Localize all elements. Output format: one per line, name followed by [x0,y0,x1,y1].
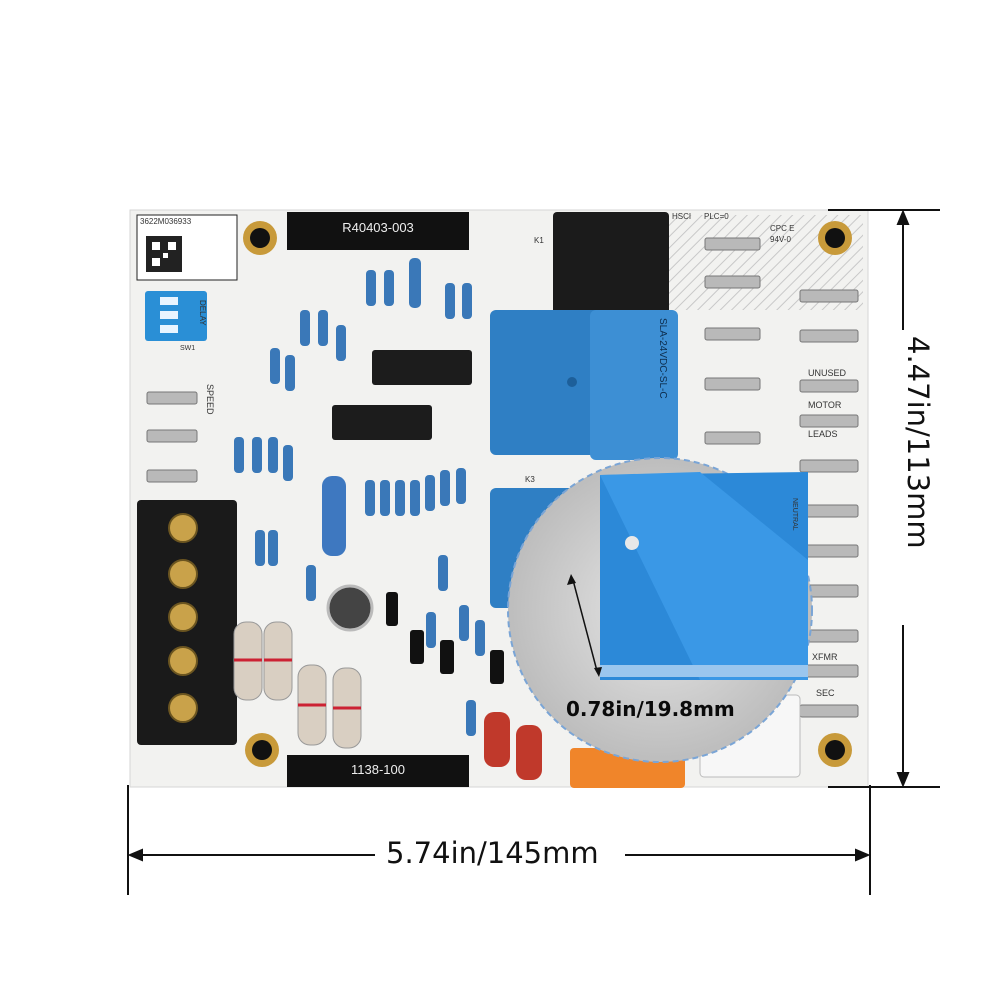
diode [440,640,454,674]
height-label: 4.47in/113mm [901,330,935,555]
relay-height-label: 0.78in/19.8mm [566,697,735,721]
width-label: 5.74in/145mm [380,836,605,870]
mounting-holes [243,221,852,767]
electrolytic-capacitor [326,584,374,632]
k1-label: K1 [534,236,544,245]
sec-label: SEC [816,688,835,698]
ic-chip-u2 [372,350,472,385]
neutral-label: NEUTRAL [791,498,798,531]
bottom-code-text: 1138-100 [351,762,405,777]
right-spade-terminals [704,237,859,718]
delay-label: DELAY [198,300,207,326]
code-94v-label: 94V-0 [770,235,791,244]
relay-blue-top [490,310,678,460]
ic-chip-u1 [332,405,432,440]
relay-k1 [553,212,669,316]
hsci-label: HSCI [672,212,692,221]
small-resistors [234,258,485,736]
bottom-code-plate [287,755,469,787]
speed-label: SPEED [205,384,215,415]
power-resistors [233,621,362,749]
xfmr-label: XFMR [812,652,838,662]
diode [490,650,504,684]
leads-label: LEADS [808,429,838,439]
part-number-text: R40403-003 [287,220,469,235]
speed-terminals [146,391,198,483]
red-capacitor [516,725,542,780]
red-capacitor [484,712,510,767]
relay-zoom-inset [507,457,813,763]
width-dimension [127,785,871,895]
diode [410,630,424,664]
cpc-label: CPC E [770,224,795,233]
k3-label: K3 [525,475,535,484]
sw-label: SW1 [180,345,196,352]
unused-label: UNUSED [808,368,847,378]
diode [386,592,398,626]
large-blue-resistor [322,476,346,556]
serial-text: 3622M036933 [140,217,192,226]
motor-label: MOTOR [808,400,842,410]
plc-label: PLC=0 [704,212,729,221]
screw-terminal-block [137,500,237,745]
relay-model-text: SLA-24VDC-SL-C [657,318,668,399]
